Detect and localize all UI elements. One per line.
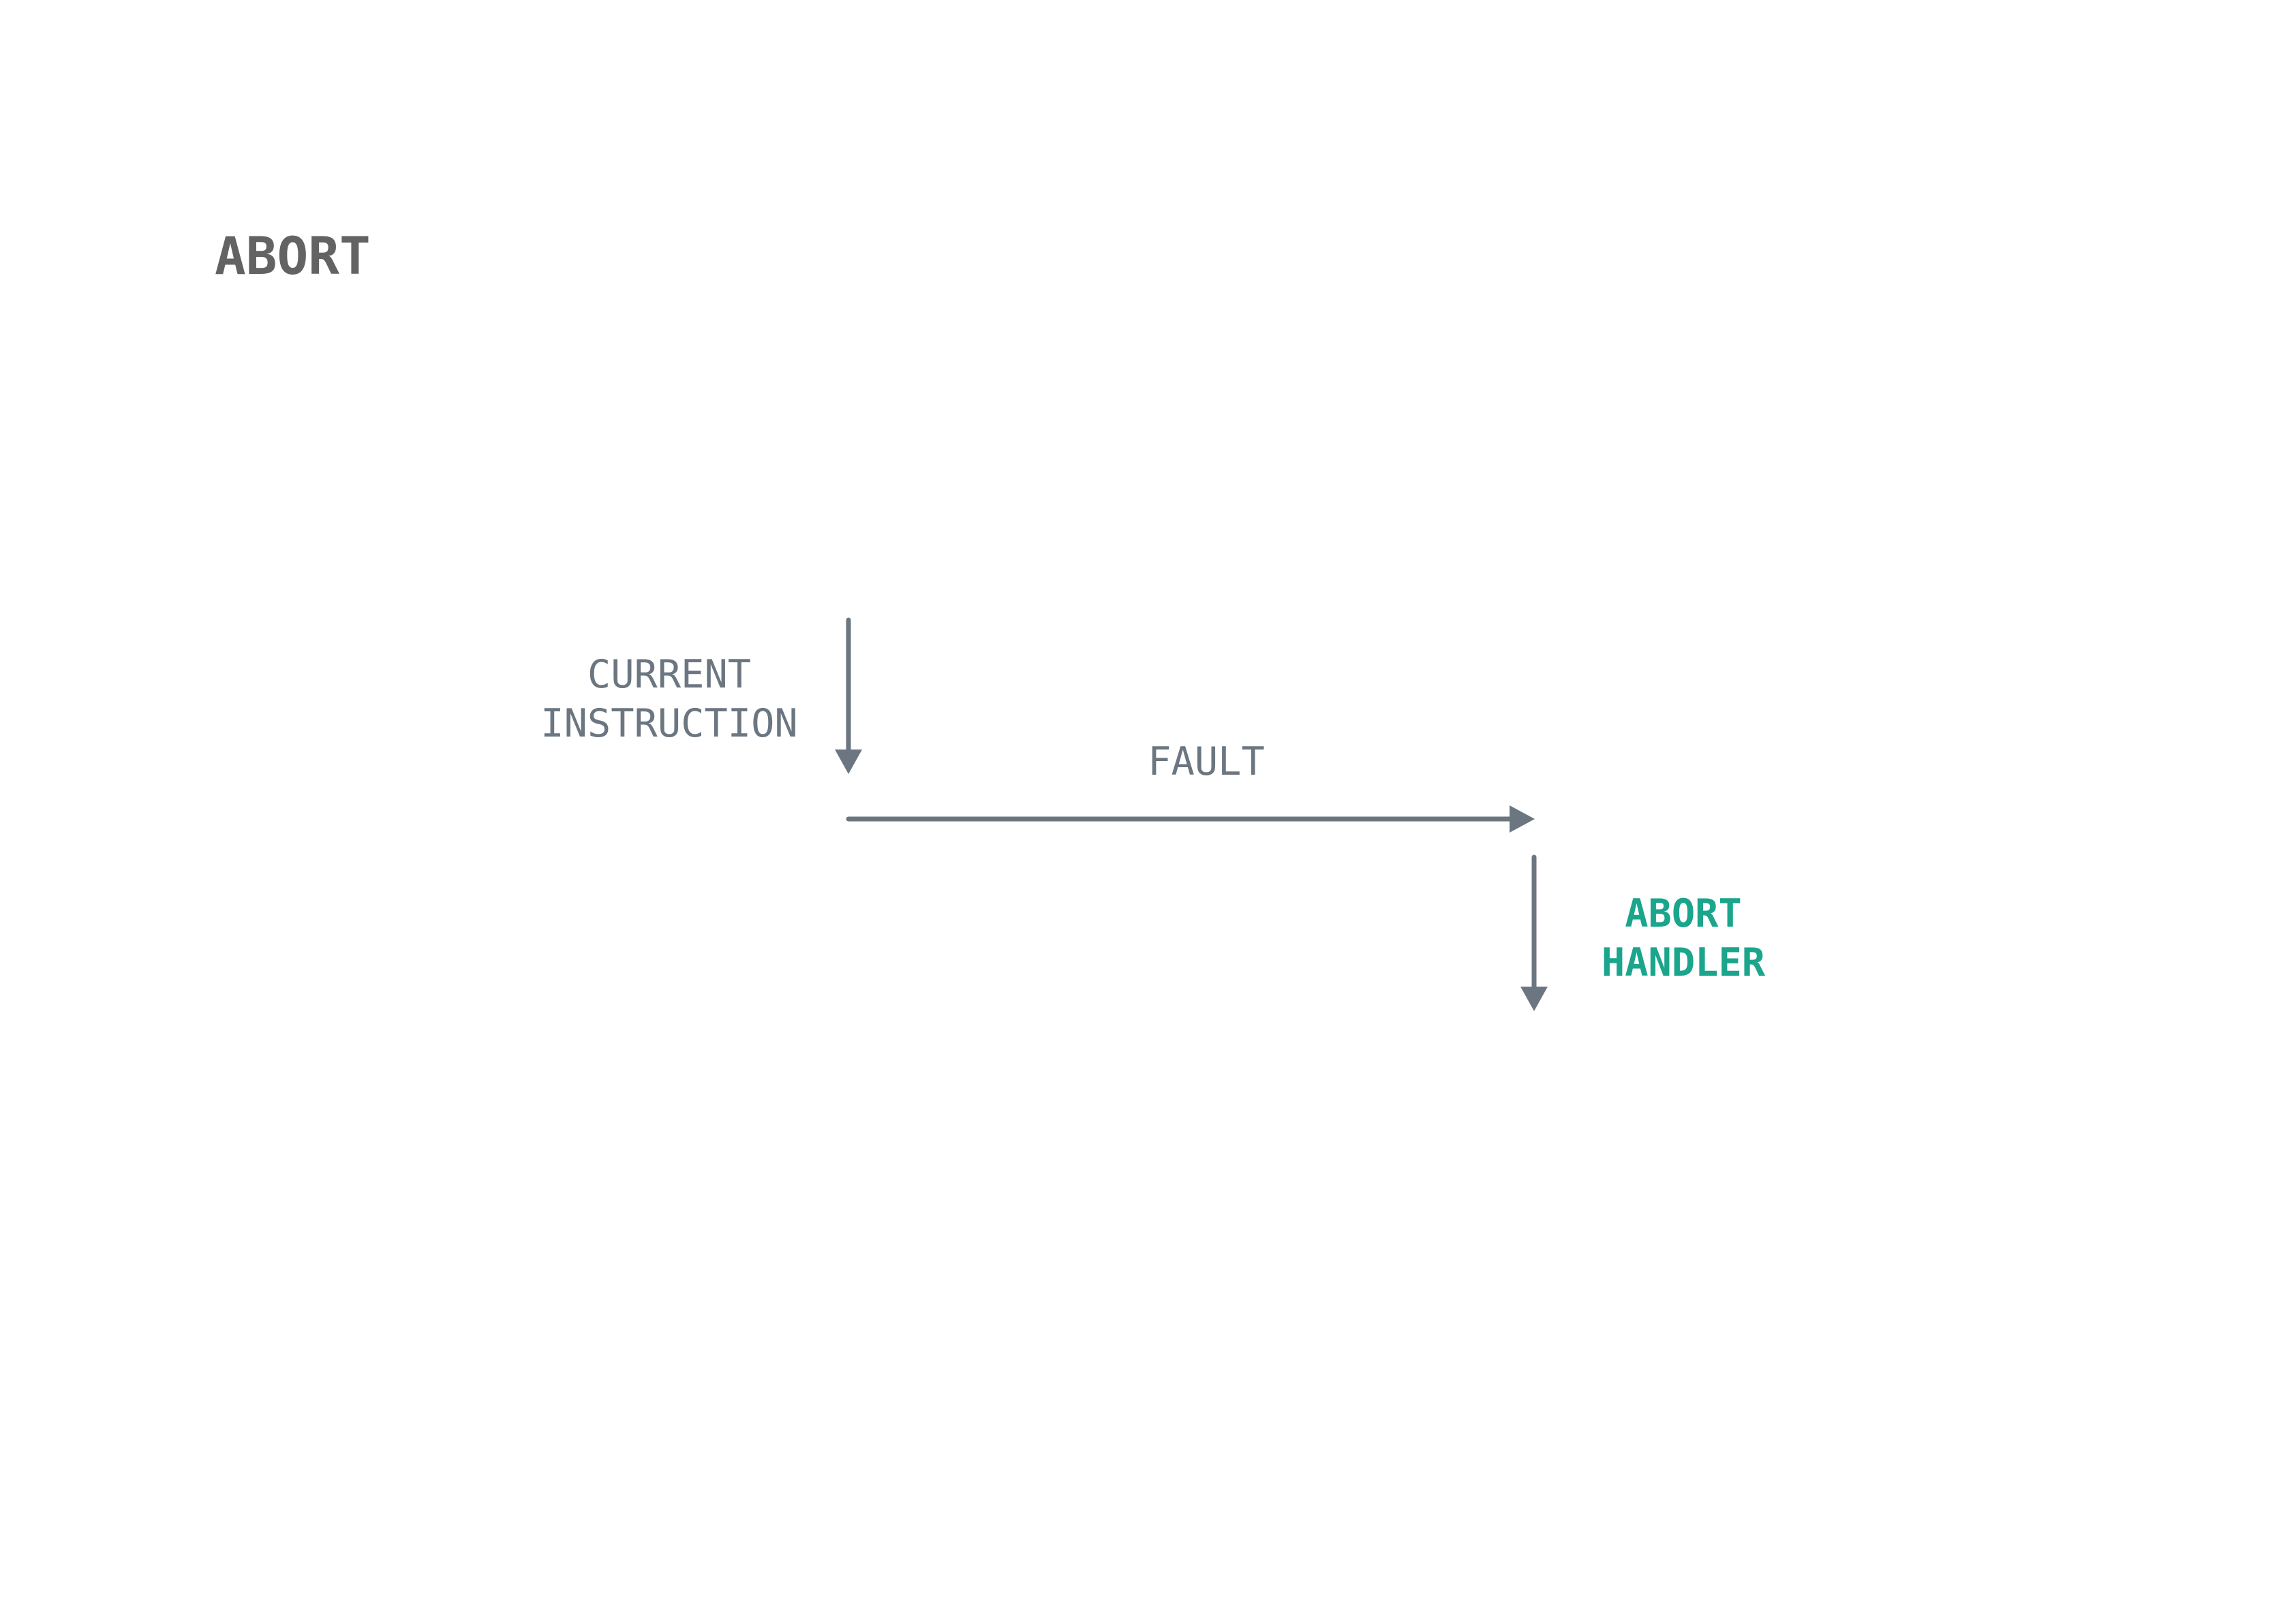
fault-label: FAULT: [1148, 739, 1265, 784]
diagram-title: ABORT: [215, 226, 371, 286]
abort-handler-label-line-2: HANDLER: [1601, 940, 1766, 985]
current-instruction-arrow-head: [835, 749, 862, 774]
current-instruction-label-line-2: INSTRUCTION: [540, 701, 798, 746]
abort-handler-label-line-1: ABORT: [1625, 891, 1742, 936]
abort-handler-arrow-head: [1520, 987, 1548, 1011]
current-instruction-arrow: [835, 617, 862, 774]
abort-handler-label: ABORT HANDLER: [1567, 889, 1799, 987]
fault-arrow: [846, 805, 1535, 833]
current-instruction-label: CURRENT INSTRUCTION: [533, 650, 806, 748]
fault-arrow-head: [1510, 805, 1535, 833]
abort-handler-arrow: [1520, 854, 1548, 1011]
current-instruction-label-line-1: CURRENT: [587, 652, 752, 697]
